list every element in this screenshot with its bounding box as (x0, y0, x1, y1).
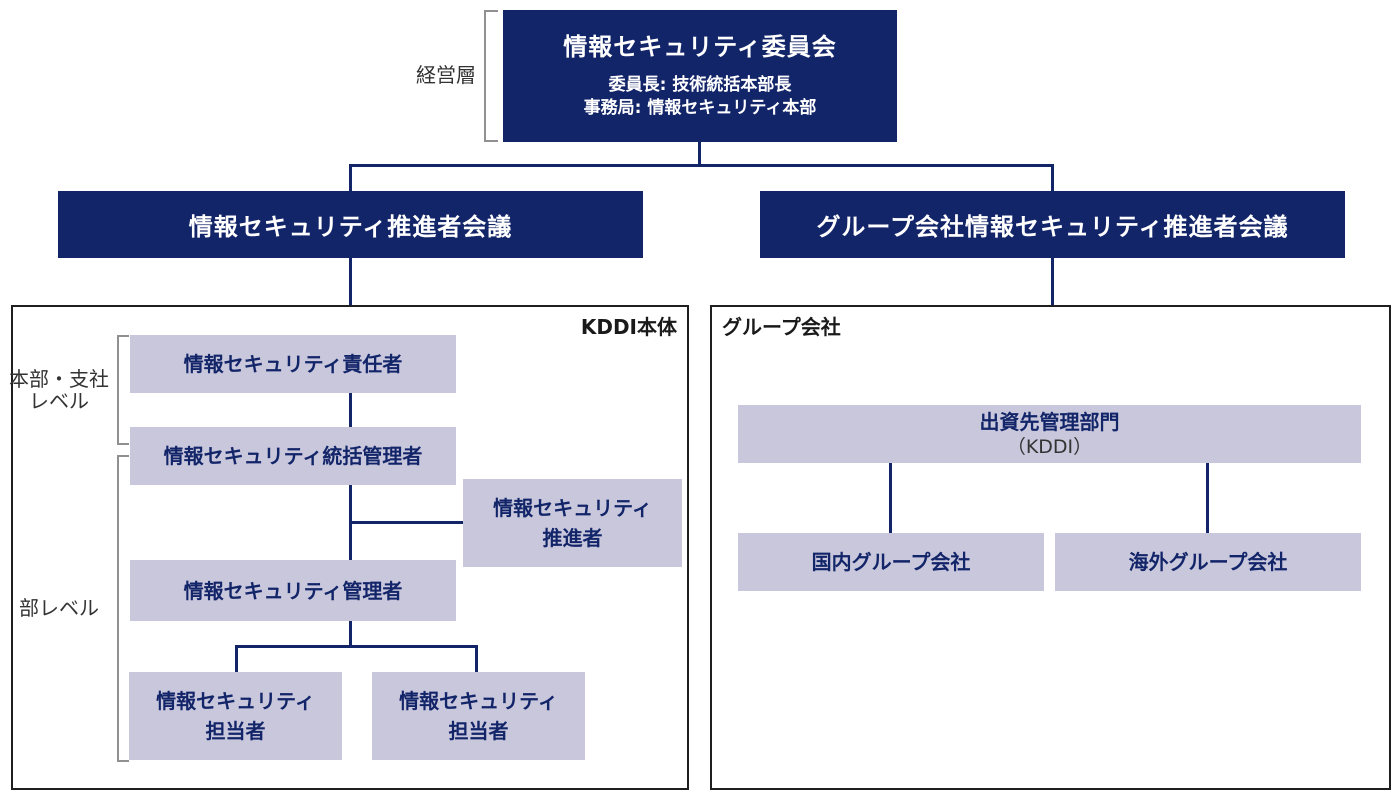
connector-committee-stem (698, 142, 701, 166)
node-security-staff-2-line2: 担当者 (448, 719, 509, 743)
node-domestic-group-companies: 国内グループ会社 (738, 533, 1044, 591)
node-domestic-group-companies-label: 国内グループ会社 (811, 550, 971, 574)
node-security-promoter-line1: 情報セキュリティ (493, 496, 652, 520)
connector-manager-stem (349, 621, 352, 648)
council-bar-group-label: グループ会社情報セキュリティ推進者会議 (816, 213, 1289, 241)
node-investment-management-dept-line1: 出資先管理部門 (979, 409, 1120, 434)
committee-chair-line: 委員長: 技術統括本部長 (608, 75, 792, 95)
council-bar-group: グループ会社情報セキュリティ推進者会議 (760, 191, 1345, 258)
connector-kddi-spine-1 (349, 258, 352, 335)
connector-drop-overseas (1206, 463, 1209, 533)
panel-group-label: グループ会社 (722, 315, 841, 339)
committee-title: 情報セキュリティ委員会 (563, 33, 837, 61)
connector-drop-left-council (349, 164, 352, 192)
management-layer-bracket (484, 10, 498, 142)
connector-drop-right-council (1051, 164, 1054, 192)
node-security-staff-2: 情報セキュリティ 担当者 (372, 672, 585, 760)
node-investment-management-dept-line2: （KDDI） (1006, 435, 1093, 458)
node-security-promoter: 情報セキュリティ 推進者 (463, 479, 682, 567)
hq-branch-level-label: 本部・支社 レベル (6, 368, 112, 412)
node-security-responsible-label: 情報セキュリティ責任者 (183, 352, 403, 376)
committee-office-line: 事務局: 情報セキュリティ本部 (583, 98, 817, 118)
panel-kddi-label: KDDI本体 (580, 315, 677, 339)
management-layer-label: 経営層 (416, 63, 476, 87)
node-security-general-manager: 情報セキュリティ統括管理者 (130, 427, 456, 485)
connector-council-split (349, 164, 1054, 167)
division-level-bracket (117, 455, 129, 762)
connector-responsible-to-gm (349, 393, 352, 427)
connector-promoter-stub (351, 521, 463, 524)
connector-drop-staff-2 (475, 645, 478, 672)
node-security-staff-2-line1: 情報セキュリティ (399, 689, 558, 713)
node-security-responsible: 情報セキュリティ責任者 (130, 335, 456, 393)
connector-gm-to-manager (349, 485, 352, 560)
node-security-staff-1-line1: 情報セキュリティ (156, 689, 315, 713)
committee-box: 情報セキュリティ委員会 委員長: 技術統括本部長 事務局: 情報セキュリティ本部 (503, 10, 897, 142)
node-security-general-manager-label: 情報セキュリティ統括管理者 (163, 444, 423, 468)
node-security-promoter-line2: 推進者 (542, 526, 603, 550)
hq-branch-level-label-line1: 本部・支社 (9, 367, 109, 391)
hq-branch-level-label-line2: レベル (29, 389, 89, 413)
connector-staff-split (235, 645, 478, 648)
connector-drop-staff-1 (235, 645, 238, 672)
node-investment-management-dept: 出資先管理部門 （KDDI） (738, 405, 1361, 463)
node-overseas-group-companies-label: 海外グループ会社 (1128, 550, 1288, 574)
node-security-staff-1-line2: 担当者 (205, 719, 266, 743)
division-level-label: 部レベル (19, 596, 99, 620)
node-security-manager-label: 情報セキュリティ管理者 (183, 578, 403, 603)
hq-branch-level-bracket (117, 335, 129, 445)
council-bar-kddi-label: 情報セキュリティ推進者会議 (188, 213, 513, 241)
node-overseas-group-companies: 海外グループ会社 (1055, 533, 1361, 591)
connector-drop-domestic (889, 463, 892, 533)
node-security-manager: 情報セキュリティ管理者 (130, 560, 456, 621)
council-bar-kddi: 情報セキュリティ推進者会議 (58, 191, 643, 258)
node-security-staff-1: 情報セキュリティ 担当者 (129, 672, 342, 760)
